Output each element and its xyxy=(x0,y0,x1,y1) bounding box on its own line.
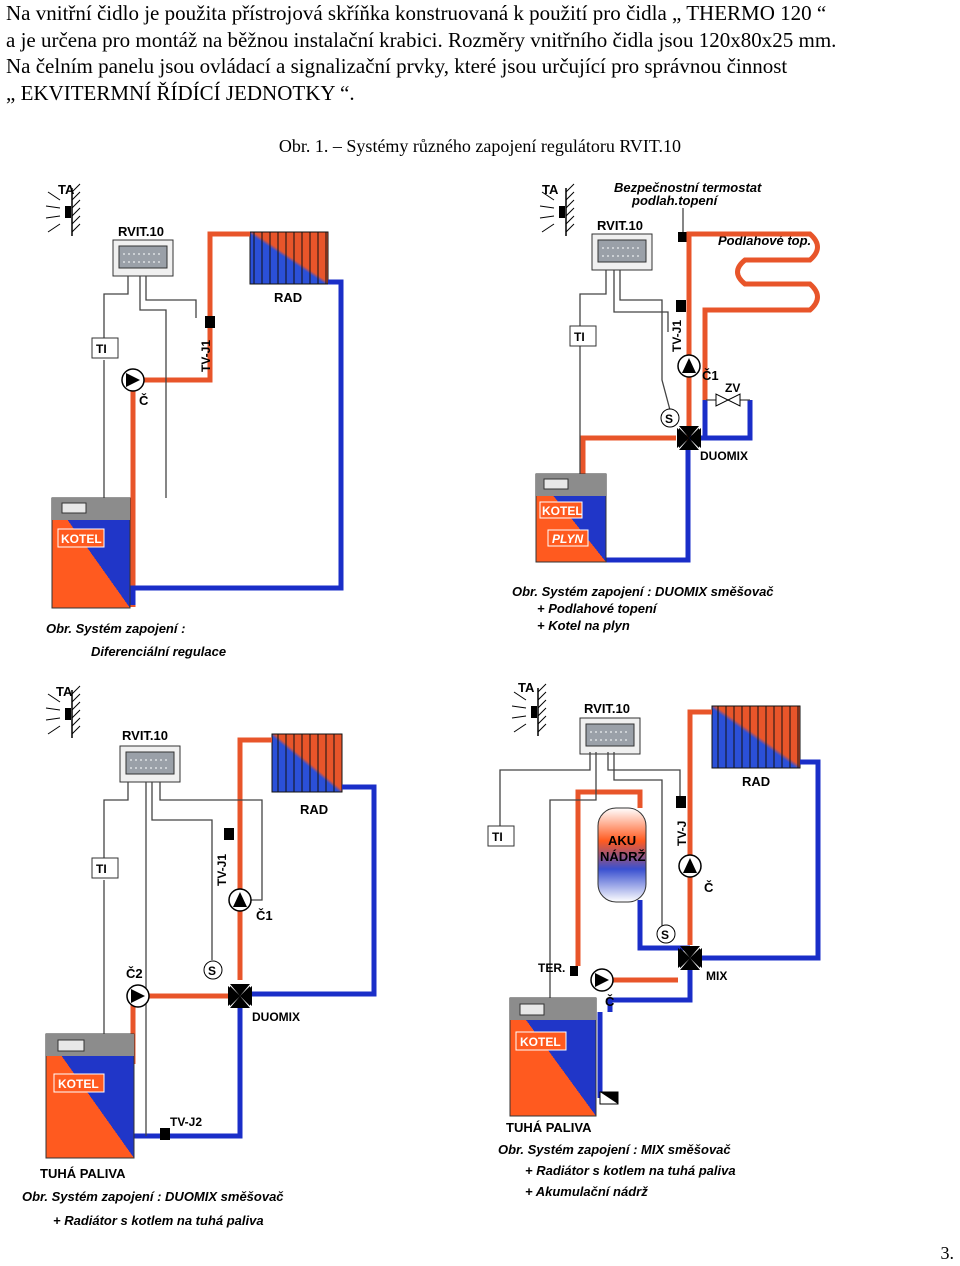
tv-j1-label-3: TV-J1 xyxy=(215,854,229,886)
ti-label-3: TI xyxy=(96,862,107,876)
caption-2b: + Podlahové topení xyxy=(537,601,658,616)
s-label-2: S xyxy=(665,412,673,426)
s-label-4: S xyxy=(661,928,669,942)
rvit-label-3: RVIT.10 xyxy=(122,728,168,743)
caption-3b: + Radiátor s kotlem na tuhá paliva xyxy=(53,1213,264,1228)
intro-line-3: Na čelním panelu jsou ovládací a signali… xyxy=(6,54,788,78)
c1-label-2: Č1 xyxy=(702,368,719,383)
intro-line-2: a je určena pro montáž na běžnou instala… xyxy=(6,27,837,52)
s-label-3: S xyxy=(208,964,216,978)
aku-label-1: AKU xyxy=(608,833,636,848)
c-label-4: Č xyxy=(704,880,714,895)
rad-label-4: RAD xyxy=(742,774,770,789)
kotel-label-2: KOTEL xyxy=(542,504,583,518)
ter-label: TER. xyxy=(538,961,565,975)
diagram-mix-tank: TA RVIT.10 RAD TI AKU NÁDRŽ TV-J Č S MIX… xyxy=(487,680,821,1199)
tank-icon xyxy=(597,807,647,903)
floor-label: Podlahové top. xyxy=(718,233,811,248)
diagram-duomix-solid: TA RVIT.10 RAD TV-J1 TI Č1 Č2 S DUOMIX K… xyxy=(22,684,377,1228)
tv-j1-label-2: TV-J1 xyxy=(670,320,684,352)
caption-3a: Obr. Systém zapojení : DUOMIX směšovač xyxy=(22,1189,284,1204)
tv-j1-label: TV-J1 xyxy=(199,340,213,372)
tuha-label-4: TUHÁ PALIVA xyxy=(506,1120,592,1135)
rad-label-3: RAD xyxy=(300,802,328,817)
tv-j-label-4: TV-J xyxy=(675,821,689,846)
rvit-label: RVIT.10 xyxy=(118,224,164,239)
caption-4c: + Akumulační nádrž xyxy=(525,1184,648,1199)
caption-2c: + Kotel na plyn xyxy=(537,618,630,633)
rvit-label-4: RVIT.10 xyxy=(584,701,630,716)
ta-label-3: TA xyxy=(56,684,73,699)
caption-2a: Obr. Systém zapojení : DUOMIX směšovač xyxy=(512,584,774,599)
duomix-label-3: DUOMIX xyxy=(252,1010,300,1024)
kotel-label-3: KOTEL xyxy=(58,1077,99,1091)
ti-label-2: TI xyxy=(574,330,585,344)
caption-1a: Obr. Systém zapojení : xyxy=(46,621,185,636)
diagram-differential: TA RVIT.10 RAD TV-J1 TI Č KOTEL Obr. Sys… xyxy=(45,182,344,659)
ta-label-4: TA xyxy=(518,680,535,695)
caption-4a: Obr. Systém zapojení : MIX směšovač xyxy=(498,1142,731,1157)
c-kotel-label: Č xyxy=(605,994,615,1009)
intro-text: Na vnitřní čidlo je použita přístrojová … xyxy=(6,0,956,106)
zv-label: ZV xyxy=(725,381,740,395)
intro-line-4: „ EKVITERMNÍ ŘÍDÍCÍ JEDNOTKY “. xyxy=(6,80,355,105)
bezp-label-2: podlah.topení xyxy=(631,193,719,208)
duomix-label-2: DUOMIX xyxy=(700,449,748,463)
ta-label: TA xyxy=(58,182,75,197)
kotel-label: KOTEL xyxy=(61,532,102,546)
tuha-label-3: TUHÁ PALIVA xyxy=(40,1166,126,1181)
c2-label-3: Č2 xyxy=(126,966,143,981)
intro-line-1: Na vnitřní čidlo je použita přístrojová … xyxy=(6,1,827,25)
rad-label: RAD xyxy=(274,290,302,305)
kotel-label-4: KOTEL xyxy=(520,1035,561,1049)
plyn-label: PLYN xyxy=(552,532,583,546)
figure-caption: Obr. 1. – Systémy různého zapojení regul… xyxy=(278,136,682,156)
caption-1b: Diferenciální regulace xyxy=(91,644,226,659)
ti-label: TI xyxy=(96,342,107,356)
bezp-label-1: Bezpečnostní termostat xyxy=(614,180,762,195)
aku-label-2: NÁDRŽ xyxy=(600,849,646,864)
page-number: 3. xyxy=(940,1243,955,1263)
ta-label-2: TA xyxy=(542,182,559,197)
tv-j2-label: TV-J2 xyxy=(170,1115,202,1129)
ti-box xyxy=(91,337,119,359)
mix-label: MIX xyxy=(706,969,727,983)
rvit-label-2: RVIT.10 xyxy=(597,218,643,233)
caption-4b: + Radiátor s kotlem na tuhá paliva xyxy=(525,1163,736,1178)
pump-label: Č xyxy=(139,393,149,408)
ti-label-4: TI xyxy=(492,830,503,844)
c1-label-3: Č1 xyxy=(256,908,273,923)
diagram-duomix-floor: TA RVIT.10 Bezpečnostní termostat podlah… xyxy=(512,180,820,633)
